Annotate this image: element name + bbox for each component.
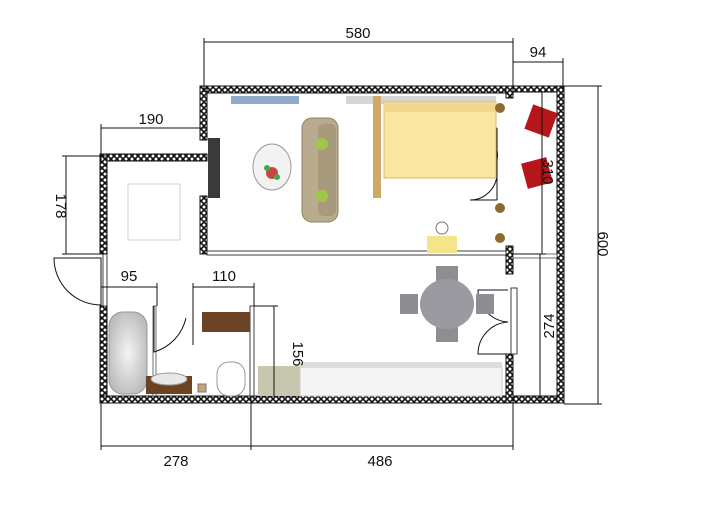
dining-table-icon (400, 266, 494, 342)
dim-top-width: 580 (345, 25, 370, 42)
dim-right-inner: 310 (539, 159, 556, 184)
armchair-icon (521, 104, 558, 189)
kitchen-counter (258, 362, 503, 397)
plant-icon (495, 103, 505, 243)
dim-overall-right: 600 (594, 231, 611, 256)
bed-icon (373, 96, 497, 198)
dim-wc-width: 110 (212, 268, 236, 285)
walls (99, 85, 565, 404)
dimension-labels: 580 94 190 178 310 600 274 95 110 156 27… (52, 25, 611, 470)
wc-small-item (197, 383, 207, 393)
left-room-item (127, 183, 181, 241)
dim-left-room-height: 178 (52, 193, 69, 218)
dim-bottom-left: 278 (163, 453, 188, 470)
dim-bottom-right: 486 (367, 453, 392, 470)
dim-left-room-width: 190 (138, 111, 163, 128)
coffee-table-icon (252, 143, 292, 191)
lamp-icon (427, 221, 457, 253)
bathtub-icon (108, 311, 148, 395)
dim-top-right: 94 (530, 44, 547, 61)
window-shelf (231, 96, 299, 104)
bathroom-door (153, 306, 187, 353)
living-room-furniture (208, 96, 505, 253)
tv-icon (208, 138, 220, 198)
dimension-lines (62, 38, 602, 450)
dim-lower-right: 274 (541, 313, 558, 338)
kitchen-door-bottom (477, 321, 509, 355)
sofa-icon (301, 117, 339, 223)
dim-bath-depth: 156 (289, 341, 306, 366)
wardrobe-strip (346, 96, 496, 104)
dim-bath-width: 95 (121, 268, 138, 285)
doors (53, 127, 518, 355)
sink-icon (146, 372, 192, 394)
entrance-door (53, 257, 102, 306)
toilet-icon (216, 361, 246, 397)
wc-cabinet (202, 312, 250, 332)
